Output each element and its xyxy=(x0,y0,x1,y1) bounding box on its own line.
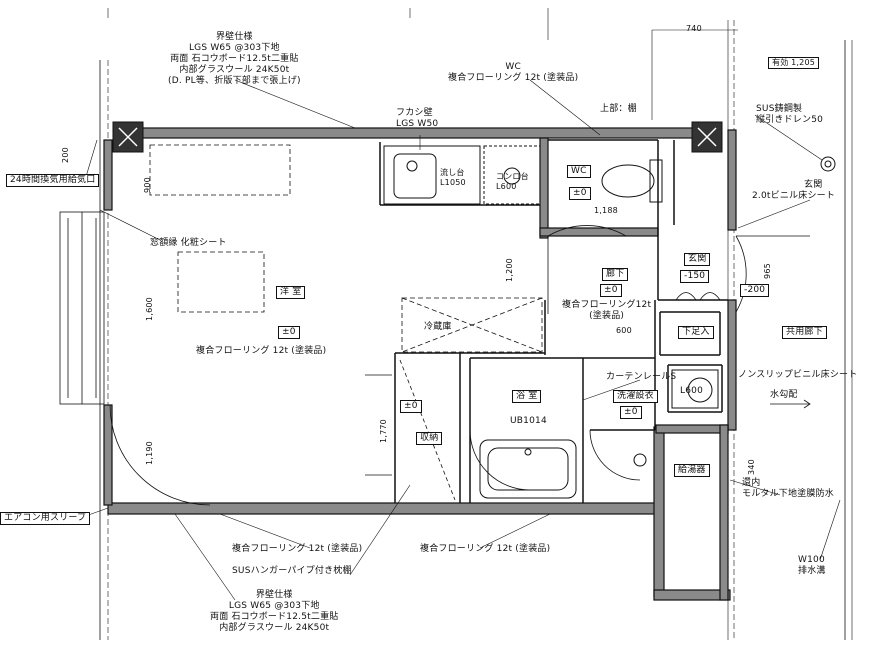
dim-1188: 1,188 xyxy=(594,206,618,215)
room-hall-floor-2: (塗装品) xyxy=(589,311,625,321)
wall-spec-top-2: LGS W65 @303下地 xyxy=(188,43,280,53)
wall-spec-top: 界壁仕様 LGS W65 @303下地 両面 石コウボード12.5t二重貼 内部… xyxy=(168,32,301,87)
upper-shelf-note: 上部：棚 xyxy=(600,104,637,114)
fukashi-wall-note-2: LGS W50 xyxy=(396,119,439,129)
room-wash-level: ±0 xyxy=(620,406,642,419)
room-hall: 廊下 xyxy=(602,268,629,281)
room-fridge: 冷蔵庫 xyxy=(424,322,452,332)
slope-note: 水勾配 xyxy=(770,390,798,400)
drain-ditch-note-2: 排水溝 xyxy=(798,566,826,576)
room-genkan: 玄関 xyxy=(684,253,711,266)
stove-label: コンロ台 L600 xyxy=(496,172,529,192)
room-genkan-level: -150 xyxy=(680,270,710,283)
wall-spec-bottom-4: 内部グラスウール 24K50t xyxy=(219,623,330,633)
room-storage-level: ±0 xyxy=(400,400,422,413)
lavatory-label: L600 xyxy=(680,386,703,396)
room-youshitsu-level: ±0 xyxy=(278,326,300,339)
room-wc-level: ±0 xyxy=(569,187,591,200)
curtain-rail-note: カーテンレールS xyxy=(606,372,677,382)
room-storage: 収納 xyxy=(416,432,443,445)
wc-floor-note: WC 複合フローリング 12t (塗装品) xyxy=(448,62,578,84)
dim-1200: 1,200 xyxy=(504,258,514,282)
room-bath: 浴 室 xyxy=(512,390,542,403)
dim-600: 600 xyxy=(616,326,632,335)
room-shoe: 下足入 xyxy=(678,326,714,339)
dim-965: 965 xyxy=(762,263,772,279)
aircon-note: エアコン用スリーブ xyxy=(0,512,91,525)
stove-label-1: コンロ台 xyxy=(496,172,529,181)
common-level: -200 xyxy=(740,284,770,297)
sink-label: 流し台 L1050 xyxy=(440,168,466,188)
dim-door-1205: 有効 1,205 xyxy=(768,57,820,69)
drain-note-1: SUS鋳鋼製 xyxy=(756,104,803,114)
dim-200: 200 xyxy=(60,147,70,163)
wall-spec-top-1: 界壁仕様 xyxy=(215,32,253,42)
wall-spec-top-3: 両面 石コウボード12.5t二重貼 xyxy=(170,54,299,64)
dim-1190: 1,190 xyxy=(144,441,154,465)
wall-spec-top-4: 内部グラスウール 24K50t xyxy=(179,65,290,75)
wc-floor-note-1: WC xyxy=(505,62,521,72)
wall-spec-bottom-2: LGS W65 @303下地 xyxy=(228,601,320,611)
waterproof-note-2: モルタル下地塗膜防水 xyxy=(742,489,835,499)
entrance-floor-note: 玄関 2.0tビニル床シート xyxy=(752,180,835,202)
nonslip-note: ノンスリップビニル床シート xyxy=(738,370,858,380)
floor-note-bottom-2: 複合フローリング 12t (塗装品) xyxy=(420,544,551,554)
bath-model: UB1014 xyxy=(510,416,547,426)
fukashi-wall-note-1: フカシ壁 xyxy=(396,108,433,118)
fukashi-wall-note: フカシ壁 LGS W50 xyxy=(396,108,438,130)
hanger-note: SUSハンガーパイプ付き枕棚 xyxy=(232,566,352,576)
waterproof-note-1: 還内 xyxy=(742,478,761,488)
wall-spec-bottom-3: 両面 石コウボード12.5t二重貼 xyxy=(210,612,339,622)
entrance-floor-note-1: 玄関 xyxy=(804,180,823,190)
vent-note: 24時間換気用給気口 xyxy=(6,174,100,187)
room-hall-level: ±0 xyxy=(600,284,622,297)
wc-floor-note-2: 複合フローリング 12t (塗装品) xyxy=(448,73,579,83)
drain-note-2: 縦引きドレン50 xyxy=(756,115,824,125)
entrance-floor-note-2: 2.0tビニル床シート xyxy=(752,191,836,201)
dim-740: 740 xyxy=(686,24,702,33)
sink-label-1: 流し台 xyxy=(440,168,465,177)
room-hall-floor: 複合フローリング12t (塗装品) xyxy=(562,300,651,322)
drain-ditch-note: W100 排水溝 xyxy=(798,555,826,577)
room-wc: WC xyxy=(567,165,591,178)
floor-note-bottom-1: 複合フローリング 12t (塗装品) xyxy=(232,544,363,554)
drain-ditch-note-1: W100 xyxy=(798,555,825,565)
room-wash: 洗濯設衣 xyxy=(613,390,658,403)
dim-1600: 1,600 xyxy=(144,297,154,321)
room-water-heater: 給湯器 xyxy=(674,464,710,477)
room-common-hall: 共用廊下 xyxy=(782,326,827,339)
sink-label-2: L1050 xyxy=(440,178,466,187)
room-youshitsu: 洋 室 xyxy=(276,286,306,299)
wall-spec-bottom-1: 界壁仕様 xyxy=(255,590,293,600)
wall-spec-top-5: (D. PL等、折版下部まで張上げ) xyxy=(168,76,301,86)
dim-1770: 1,770 xyxy=(378,419,388,443)
room-hall-floor-1: 複合フローリング12t xyxy=(562,300,652,310)
dim-340: 340 xyxy=(746,459,756,475)
wall-spec-bottom: 界壁仕様 LGS W65 @303下地 両面 石コウボード12.5t二重貼 内部… xyxy=(210,590,338,634)
dim-900: 900 xyxy=(142,177,152,193)
stove-label-2: L600 xyxy=(496,182,517,191)
window-sheet-note: 窓額縁 化粧シート xyxy=(150,238,227,248)
drain-note: SUS鋳鋼製 縦引きドレン50 xyxy=(756,104,823,126)
waterproof-note: 還内 モルタル下地塗膜防水 xyxy=(742,478,834,500)
room-youshitsu-floor: 複合フローリング 12t (塗装品) xyxy=(196,346,327,356)
